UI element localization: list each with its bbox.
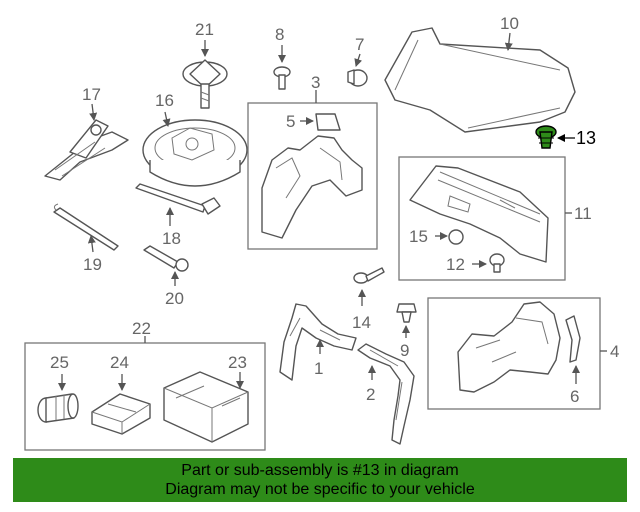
- callout-4: 4: [610, 342, 619, 361]
- part-17-jack: 17: [44, 85, 129, 181]
- callout-11: 11: [574, 204, 592, 223]
- part-2-trim-lower: 2: [357, 343, 415, 445]
- banner-line-1: Part or sub-assembly is #13 in diagram: [181, 462, 459, 479]
- part-9-clip: 9: [396, 303, 417, 360]
- callout-1: 1: [314, 359, 323, 378]
- part-4-quarter-trim-right: [457, 301, 561, 393]
- callout-25: 25: [50, 353, 69, 372]
- callout-12: 12: [446, 255, 465, 274]
- part-14-bolt: 14: [352, 267, 385, 332]
- banner-line-2: Diagram may not be specific to your vehi…: [165, 481, 475, 498]
- part-19-jack-handle: 19: [53, 203, 119, 274]
- part-25-inflator: 25: [37, 353, 79, 423]
- part-8-bolt: 8: [273, 25, 291, 90]
- callout-23: 23: [228, 353, 247, 372]
- callout-5: 5: [286, 112, 295, 131]
- callout-18: 18: [162, 229, 181, 248]
- part-21-hold-down-bolt: 21: [182, 20, 228, 109]
- callout-16: 16: [155, 91, 174, 110]
- part-7-clip: 7: [347, 35, 368, 87]
- group-box-4: [427, 297, 601, 410]
- group-box-11: [398, 156, 566, 281]
- callout-21: 21: [195, 20, 214, 39]
- part-13-push-clip-highlighted: 13: [535, 125, 596, 149]
- callout-22: 22: [132, 319, 151, 338]
- callout-15: 15: [409, 227, 428, 246]
- part-11-rear-trim-panel: [409, 165, 549, 263]
- part-10-floor-board: 10: [384, 14, 576, 133]
- callout-17: 17: [82, 85, 101, 104]
- part-16-tool-tray: 16: [142, 91, 248, 187]
- callout-13: 13: [576, 128, 596, 148]
- part-6-trim-strip: 6: [565, 315, 581, 406]
- callout-2: 2: [366, 385, 375, 404]
- part-1-trim-lower: 1: [279, 303, 357, 381]
- callout-20: 20: [165, 289, 184, 308]
- part-24-repair-kit: 24: [91, 353, 151, 435]
- part-3-quarter-trim-left: [261, 135, 363, 239]
- info-banner: Part or sub-assembly is #13 in diagram D…: [13, 458, 627, 502]
- callout-7: 7: [355, 35, 364, 54]
- callout-9: 9: [400, 341, 409, 360]
- parts-diagram: 21 8 7 10 13 17: [24, 14, 619, 451]
- group-box-3: [247, 102, 378, 250]
- callout-10: 10: [500, 14, 519, 33]
- callout-14: 14: [352, 313, 371, 332]
- callout-19: 19: [83, 255, 102, 274]
- part-5-trim-cover: 5: [286, 112, 341, 131]
- callout-24: 24: [110, 353, 129, 372]
- part-18-lug-wrench: 18: [135, 183, 221, 248]
- callout-6: 6: [570, 387, 579, 406]
- callout-8: 8: [275, 25, 284, 44]
- callout-3: 3: [311, 73, 320, 92]
- part-20-tow-hook: 20: [143, 245, 189, 308]
- part-15-clip: 15: [409, 227, 464, 246]
- part-12-clip: 12: [446, 253, 505, 274]
- part-23-storage-case: 23: [163, 353, 249, 443]
